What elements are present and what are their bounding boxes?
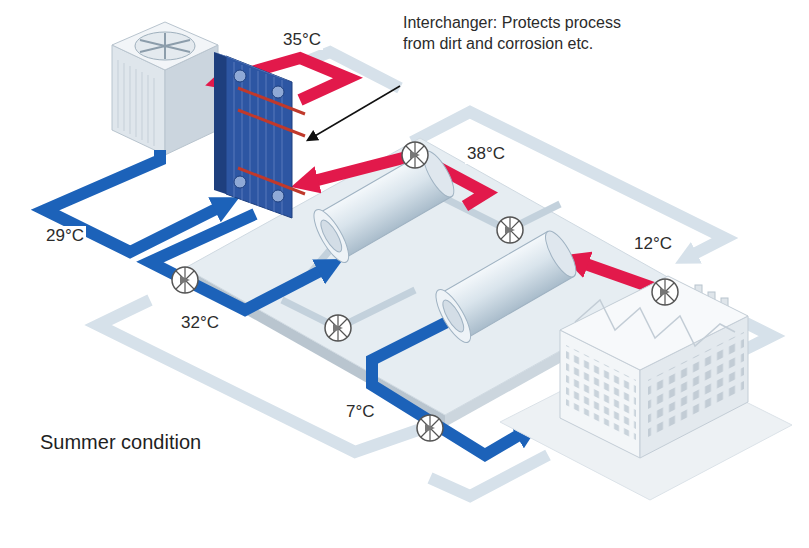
temperature-label: 7°C — [344, 402, 377, 422]
process-piping — [45, 58, 665, 455]
temperature-label: 38°C — [465, 144, 507, 164]
factory — [500, 276, 792, 500]
temperature-label: 12°C — [632, 234, 674, 254]
valves — [172, 142, 678, 441]
callout-text: Interchanger: Protects process from dirt… — [403, 12, 628, 54]
condenser-cylinder — [308, 144, 462, 267]
figure-title: Summer condition — [40, 430, 201, 454]
temperature-label: 29°C — [44, 226, 86, 246]
dry-cooler — [112, 22, 218, 155]
temperature-label: 35°C — [281, 30, 323, 50]
leader-line — [308, 86, 400, 140]
plate-heat-exchanger — [214, 52, 305, 218]
temperature-label: 32°C — [179, 313, 221, 333]
